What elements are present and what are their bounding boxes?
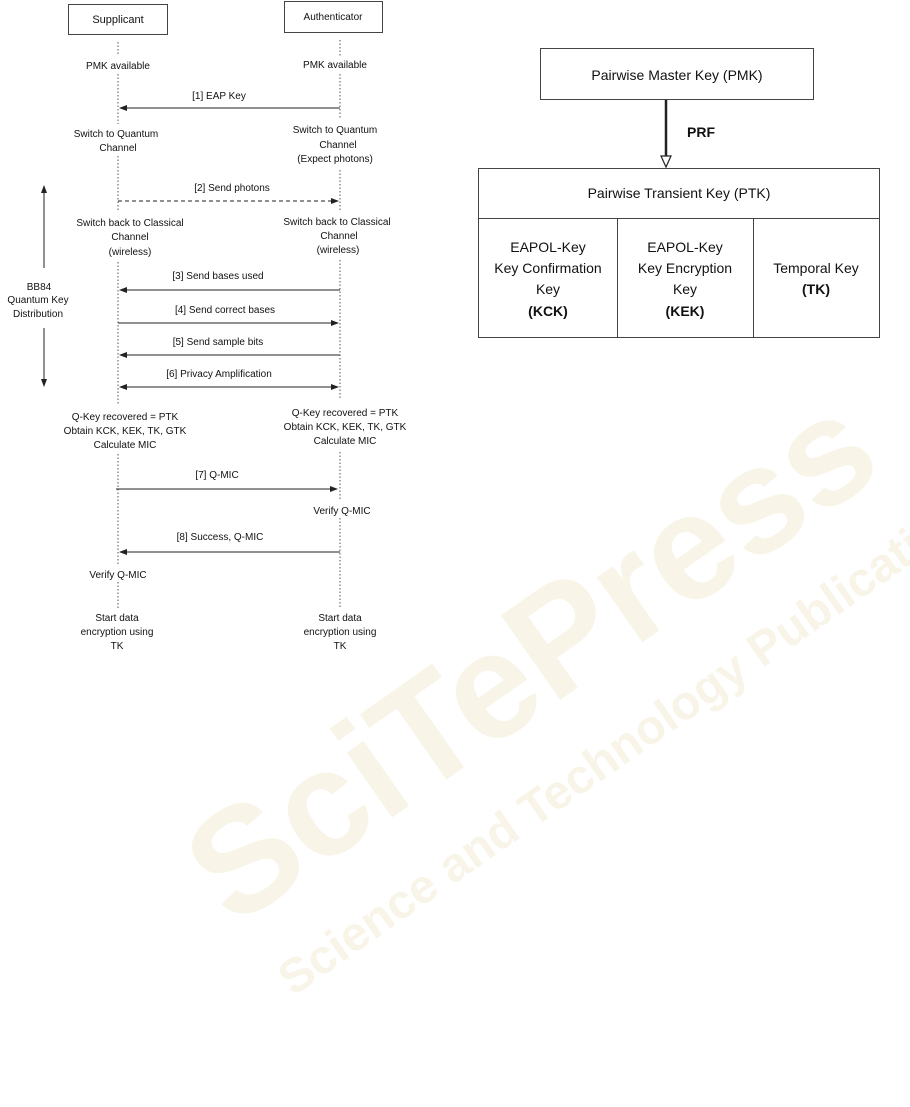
supplicant-quantum-state: Switch to Quantum xyxy=(74,129,158,140)
authenticator-quantum-state: Channel xyxy=(319,140,356,151)
supplicant-classical-state: Switch back to Classical xyxy=(76,218,183,229)
authenticator-start-state: encryption using xyxy=(304,627,377,638)
kck-label: Key xyxy=(536,281,560,297)
message-7: [7] Q-MIC xyxy=(116,470,338,492)
message-label: [2] Send photons xyxy=(194,183,270,194)
message-label: [3] Send bases used xyxy=(172,271,263,282)
pmk-label: Pairwise Master Key (PMK) xyxy=(591,67,762,83)
authenticator-pmk-state: PMK available xyxy=(303,60,367,71)
supplicant-classical-state: Channel xyxy=(111,232,148,243)
authenticator-quantum-state: Switch to Quantum xyxy=(293,125,377,136)
message-1: [1] EAP Key xyxy=(119,91,340,111)
phase-label: Quantum Key xyxy=(7,295,68,306)
kck-label: EAPOL-Key xyxy=(510,239,585,255)
authenticator-qkey-state: Obtain KCK, KEK, TK, GTK xyxy=(284,422,407,433)
message-6: [6] Privacy Amplification xyxy=(119,369,339,390)
kek-label: Key Encryption xyxy=(638,260,732,276)
kek-cell: EAPOL-Key Key Encryption Key (KEK) xyxy=(638,239,732,319)
supplicant-label: Supplicant xyxy=(92,14,143,26)
supplicant-box: Supplicant xyxy=(68,4,168,35)
prf-edge: PRF xyxy=(660,100,715,169)
tk-acronym: (TK) xyxy=(802,281,830,297)
authenticator-classical-state: Channel xyxy=(320,231,357,242)
authenticator-qkey-state: Q-Key recovered = PTK xyxy=(292,408,399,419)
kck-cell: EAPOL-Key Key Confirmation Key (KCK) xyxy=(494,239,601,319)
kek-label: Key xyxy=(673,281,697,297)
authenticator-start-state: Start data xyxy=(318,613,362,624)
message-2: [2] Send photons xyxy=(118,183,339,204)
prf-label: PRF xyxy=(687,124,715,140)
tk-label: Temporal Key xyxy=(773,260,859,276)
message-5: [5] Send sample bits xyxy=(119,337,340,358)
hollow-arrowhead-icon xyxy=(660,155,672,169)
authenticator-classical-state: Switch back to Classical xyxy=(283,217,390,228)
message-label: [5] Send sample bits xyxy=(173,337,264,348)
authenticator-quantum-state: (Expect photons) xyxy=(297,154,373,165)
supplicant-verify-state: Verify Q-MIC xyxy=(89,570,146,581)
message-label: [1] EAP Key xyxy=(192,91,246,102)
tk-cell: Temporal Key (TK) xyxy=(773,260,859,297)
supplicant-start-state: TK xyxy=(111,641,124,652)
authenticator-qkey-state: Calculate MIC xyxy=(314,436,377,447)
kek-label: EAPOL-Key xyxy=(647,239,722,255)
message-4: [4] Send correct bases xyxy=(118,305,339,326)
message-3: [3] Send bases used xyxy=(119,271,340,293)
supplicant-pmk-state: PMK available xyxy=(86,61,150,72)
message-label: [6] Privacy Amplification xyxy=(166,369,272,380)
supplicant-start-state: encryption using xyxy=(81,627,154,638)
pmk-box: Pairwise Master Key (PMK) xyxy=(540,48,814,100)
ptk-label: Pairwise Transient Key (PTK) xyxy=(588,185,771,201)
supplicant-qkey-state: Obtain KCK, KEK, TK, GTK xyxy=(64,426,187,437)
authenticator-verify-state: Verify Q-MIC xyxy=(313,506,370,517)
supplicant-classical-state: (wireless) xyxy=(109,247,152,258)
authenticator-box: Authenticator xyxy=(284,1,383,33)
authenticator-start-state: TK xyxy=(334,641,347,652)
supplicant-start-state: Start data xyxy=(95,613,139,624)
message-label: [7] Q-MIC xyxy=(195,470,238,481)
authenticator-classical-state: (wireless) xyxy=(317,245,360,256)
authenticator-label: Authenticator xyxy=(304,12,364,23)
phase-label: Distribution xyxy=(13,309,63,320)
watermark-logo: SciTePress Science and Technology Public… xyxy=(155,360,910,1006)
supplicant-qkey-state: Calculate MIC xyxy=(94,440,157,451)
kek-acronym: (KEK) xyxy=(666,303,705,319)
message-label: [8] Success, Q-MIC xyxy=(177,532,264,543)
bb84-phase-bracket: BB84 Quantum Key Distribution xyxy=(7,185,69,387)
supplicant-quantum-state: Channel xyxy=(99,143,136,154)
phase-label: BB84 xyxy=(27,282,52,293)
supplicant-qkey-state: Q-Key recovered = PTK xyxy=(72,412,179,423)
kck-label: Key Confirmation xyxy=(494,260,601,276)
ptk-box: Pairwise Transient Key (PTK) xyxy=(478,168,880,338)
message-label: [4] Send correct bases xyxy=(175,305,275,316)
message-8: [8] Success, Q-MIC xyxy=(119,532,340,555)
kck-acronym: (KCK) xyxy=(528,303,568,319)
